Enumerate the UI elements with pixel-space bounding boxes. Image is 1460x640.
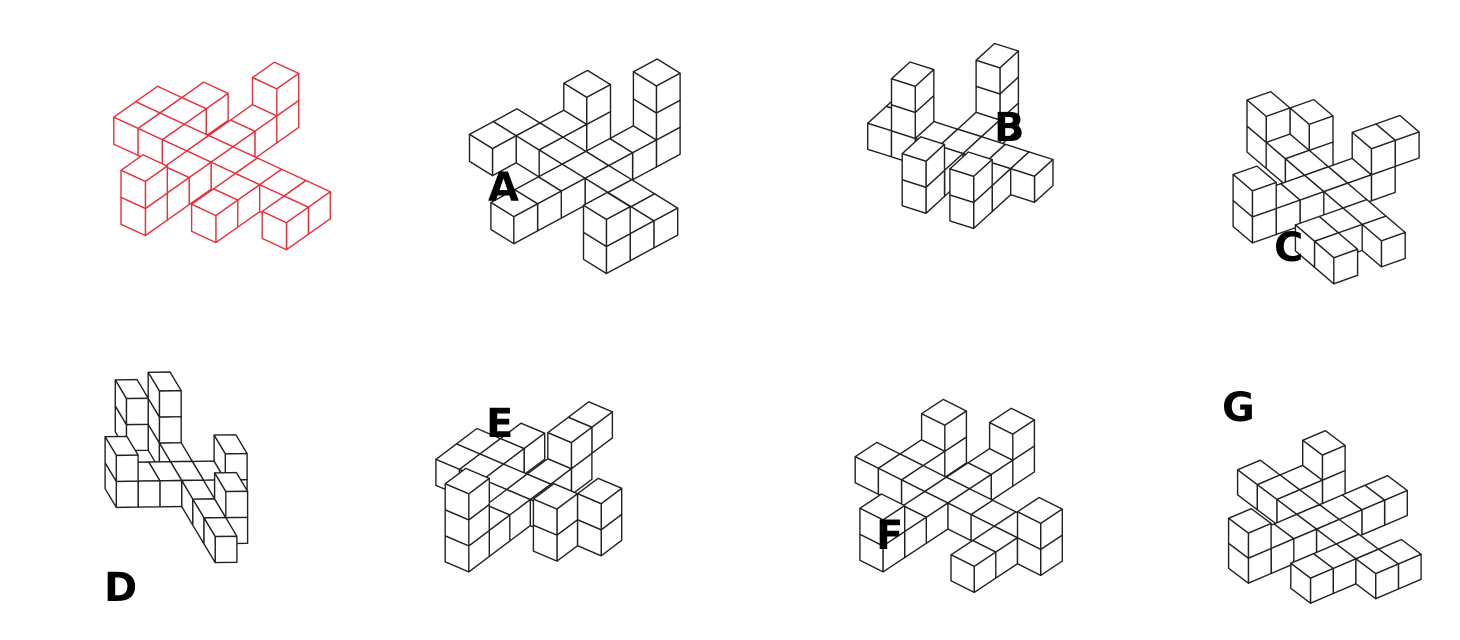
option-a-shape [380,0,750,310]
option-g-shape [1130,350,1460,640]
option-a[interactable]: A [380,0,750,310]
option-e-shape [320,330,680,630]
option-d-label: D [104,568,137,608]
option-c[interactable]: C [1150,0,1460,330]
option-g[interactable]: G [1130,350,1460,640]
option-d-shape [40,280,320,640]
option-c-label: C [1274,228,1303,268]
cube [951,541,996,593]
option-d[interactable]: D [40,280,320,640]
option-b[interactable]: B [760,0,1120,290]
option-e[interactable]: E [320,330,680,630]
option-b-shape [760,0,1120,290]
option-e-label: E [486,404,513,444]
option-g-label: G [1222,388,1255,428]
reference-shape [0,0,360,290]
option-f-shape [720,330,1140,640]
reference-shape-drawing [0,0,360,290]
cube [1362,216,1405,267]
option-f[interactable]: F [720,330,1140,640]
option-f-label: F [876,516,903,556]
option-c-shape [1150,0,1460,330]
option-a-label: A [488,168,519,208]
option-b-label: B [994,108,1025,148]
